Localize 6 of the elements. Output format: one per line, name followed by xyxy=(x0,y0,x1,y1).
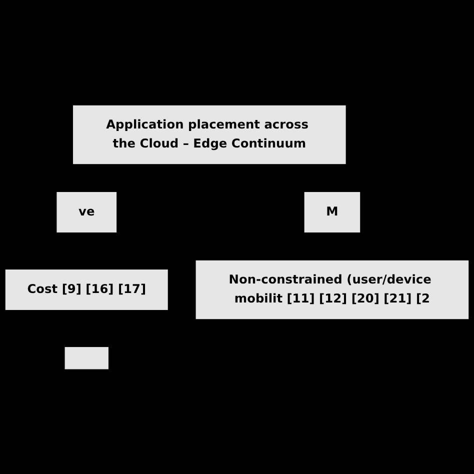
node-box: ve xyxy=(56,192,117,232)
node-box: Non-constrained (user/device mobilit [11] [12] [20] [21] [2 xyxy=(196,260,469,319)
node-box: Cost [9] [16] [17] xyxy=(5,269,168,310)
node-box: Application placement across the Cloud – Edge Continuum xyxy=(73,105,346,164)
node-box xyxy=(64,346,108,369)
node-box: M xyxy=(304,192,360,232)
